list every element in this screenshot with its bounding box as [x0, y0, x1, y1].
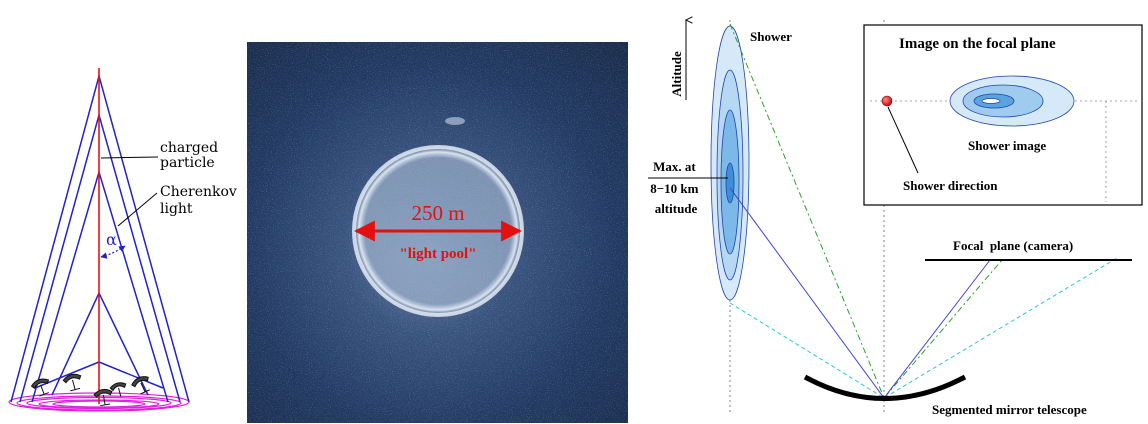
shower-direction-dot	[881, 95, 893, 107]
shower-image-label: Shower image	[968, 138, 1046, 153]
max-line-3: altitude	[655, 201, 698, 216]
image-ellipse-core	[981, 98, 1001, 104]
shower-label: Shower	[750, 29, 792, 44]
telescope-icons	[30, 373, 150, 407]
shower-ellipses	[710, 25, 750, 301]
left-panel-cherenkov-cone: α charged particle Cherenkov light	[8, 68, 241, 412]
ray-blue	[729, 187, 991, 399]
alpha-label: α	[106, 230, 117, 249]
cherenkov-label: Cherenkov light	[160, 184, 241, 217]
telescope-label: Segmented mirror telescope	[932, 402, 1087, 417]
middle-panel-light-pool: 250 m "light pool"	[247, 42, 628, 423]
charged-particle-line-2: particle	[160, 155, 215, 171]
cherenkov-pointer	[117, 192, 158, 227]
shower-direction-label: Shower direction	[903, 178, 998, 193]
inset-title: Image on the focal plane	[899, 36, 1056, 52]
right-panel-imaging-geometry: Altitude Focal plane (camera) Segmented …	[648, 16, 1143, 417]
charged-particle-label: charged particle	[160, 140, 223, 171]
charged-particle-pointer	[100, 156, 159, 159]
cherenkov-cones	[10, 73, 190, 403]
cherenkov-line-2: light	[160, 201, 193, 217]
shower-direction-pointer	[887, 106, 919, 174]
light-pool-label: "light pool"	[399, 246, 476, 262]
max-line-1: Max. at	[653, 159, 696, 174]
ray-cyan	[729, 257, 1118, 399]
max-label: Max. at 8−10 km altitude	[650, 159, 701, 216]
cherenkov-line-1: Cherenkov	[160, 184, 237, 200]
charged-particle-line-1: charged	[160, 140, 218, 156]
segmented-mirror	[803, 374, 967, 401]
small-glow-spot	[445, 117, 465, 125]
focal-plane-inset: Image on the focal plane Shower image Sh…	[863, 24, 1143, 206]
alpha-arc	[100, 245, 126, 259]
focal-plane-label: Focal plane (camera)	[953, 238, 1073, 253]
altitude-label: Altitude	[669, 51, 684, 97]
diameter-label: 250 m	[411, 201, 464, 225]
max-line-2: 8−10 km	[650, 181, 698, 196]
